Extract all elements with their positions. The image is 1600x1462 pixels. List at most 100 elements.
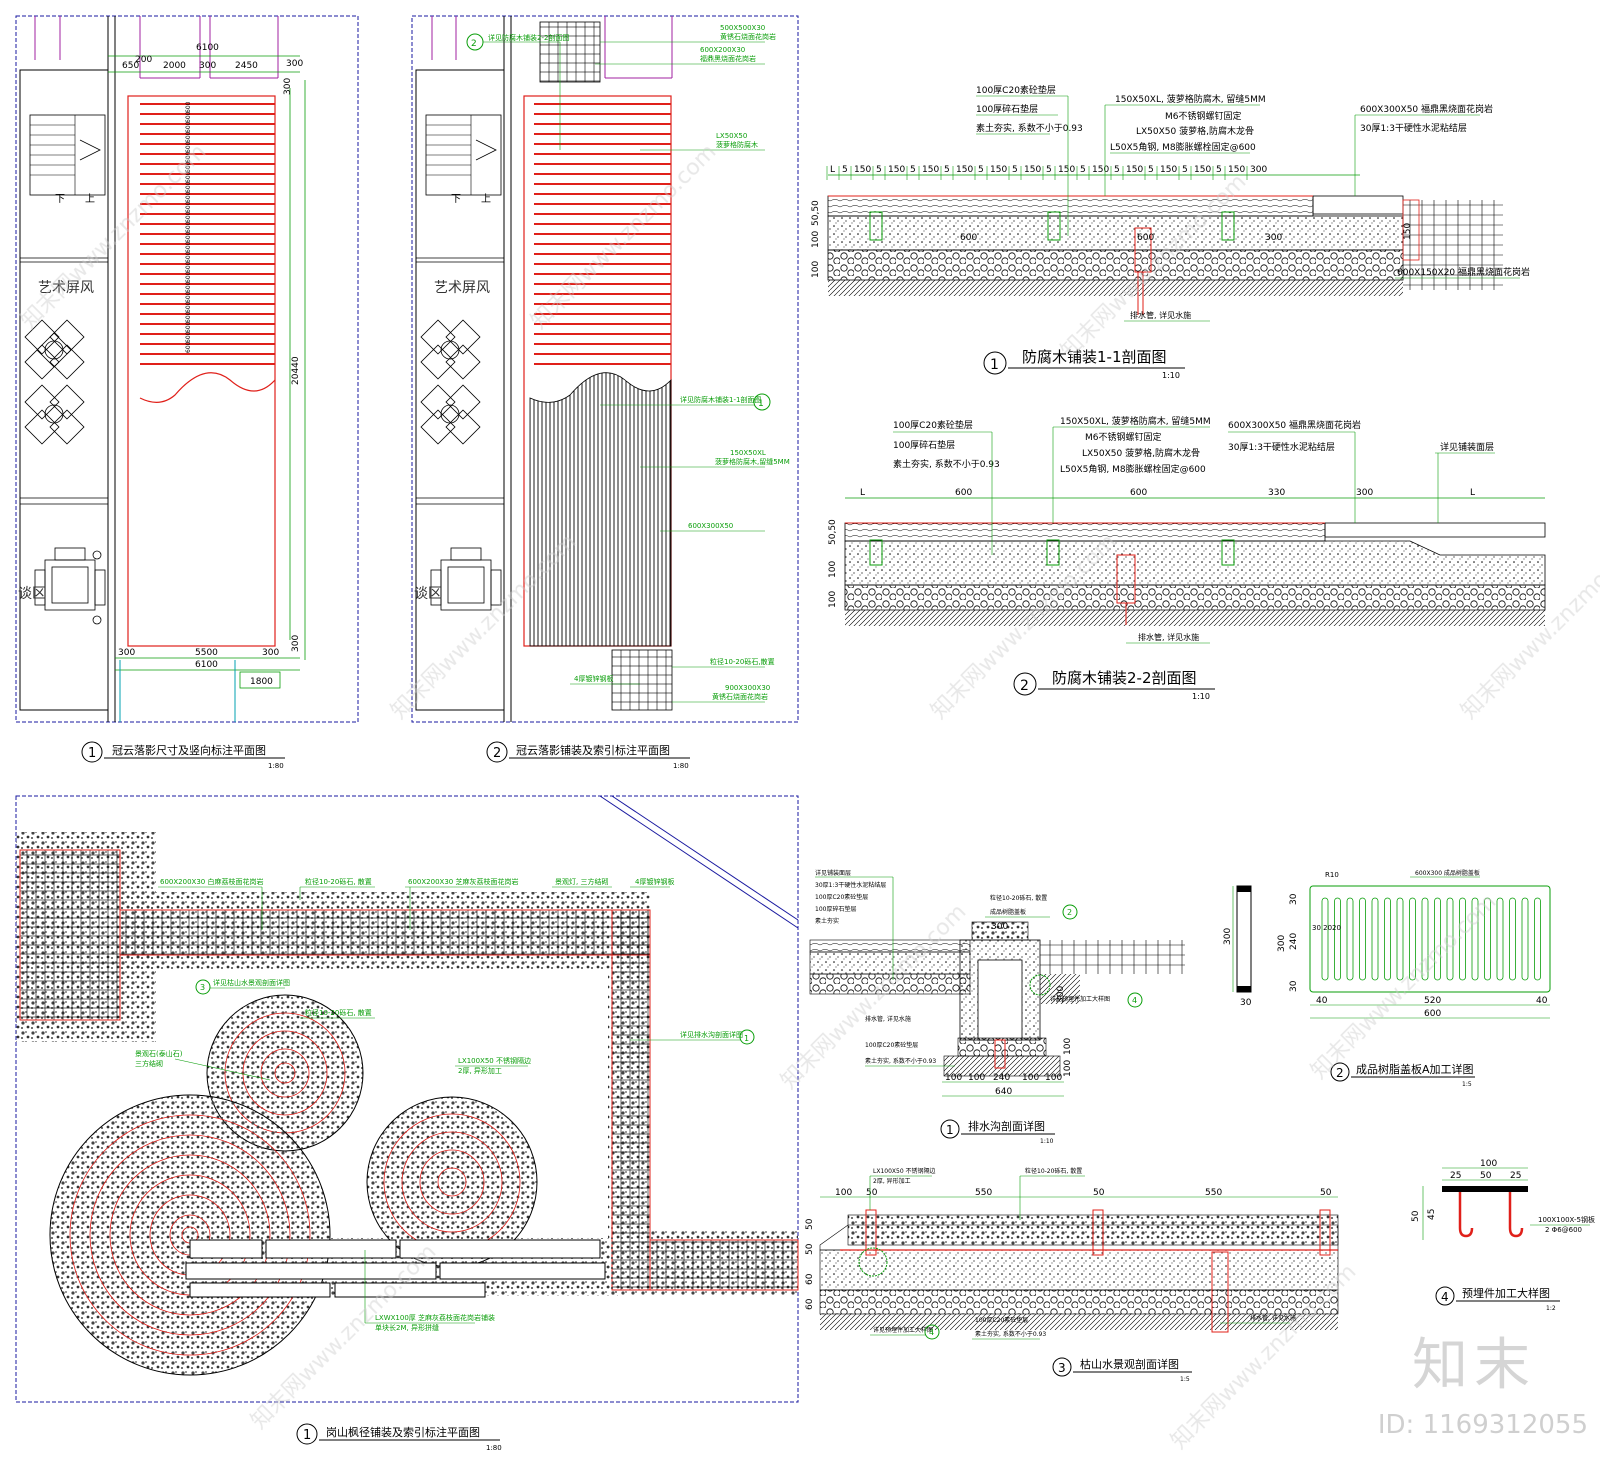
path-plan-frame (15, 795, 799, 1403)
cover-slot (1521, 897, 1529, 981)
plank-length-label: 600 (185, 321, 192, 333)
plan1-stairs-down: 下 (55, 194, 65, 205)
cover-slot (1421, 897, 1429, 981)
sec11-dim-label: 5 (1046, 165, 1052, 175)
cover-r: R10 (1325, 871, 1339, 879)
plan2-m2: 600X200X30 (700, 46, 745, 54)
path-plan-caption: 1 岗山枫径铺装及索引标注平面图 1:80 (296, 1423, 502, 1452)
watermark-site-1: 知末网www.znzmo.com (17, 139, 212, 334)
sec11-dim-label: 150 (990, 165, 1007, 175)
sec22-d2: 600 (1130, 488, 1147, 498)
plan1-dim-side-top: 300 (283, 78, 293, 95)
plan1-dim-bot2: 6100 (195, 660, 218, 670)
plank-length-label: 600 (185, 161, 192, 173)
sec11-scale: 1:10 (1162, 371, 1180, 380)
plan1-dim-top-5: 300 (286, 59, 303, 69)
ditch-c6-num: 2 (1067, 908, 1072, 917)
embed-num: 4 (1441, 1290, 1449, 1304)
ditch-section: 详见铺装面层 30厚1:3干硬性水泥粘结层 100厚C20素砼垫层 100厚碎石… (809, 869, 1185, 1145)
plan2-plank-lines (534, 103, 671, 365)
plan1-deck-outline (127, 95, 276, 647)
plan1-dim-total: 6100 (196, 43, 219, 53)
path-a7: 粒径10-20砾石, 散置 (305, 1008, 372, 1017)
path-a5: 4厚镀锌钢板 (635, 877, 674, 886)
sec22-caption: 2 防腐木铺装2-2剖面图 1:10 (1013, 669, 1215, 701)
sec11-dim-label: 150 (922, 165, 939, 175)
sec11-c6: LX50X50 菠萝格,防腐木龙骨 (1136, 125, 1254, 137)
plan2-m6: 600X300X50 (688, 522, 733, 530)
plan2-title: 冠云落影铺装及索引标注平面图 (516, 743, 670, 757)
sec11-dim-label: 5 (944, 165, 950, 175)
ditch-caption: 1 排水沟剖面详图 1:10 (940, 1119, 1055, 1145)
sec11-dim-label: 5 (842, 165, 848, 175)
plan2-num: 2 (493, 746, 501, 761)
plan1-sofa (34, 547, 106, 625)
ditch-scale: 1:10 (1040, 1138, 1054, 1145)
ditch-c9: 排水管, 详见水施 (865, 1015, 911, 1023)
plan2-m9: 900X300X30 (725, 684, 770, 692)
sec11-c11: 排水管, 详见水施 (1130, 310, 1191, 320)
rock-dim-3: 550 (975, 1188, 992, 1198)
path-a9b: 2厚, 异形加工 (458, 1066, 502, 1075)
path-plan-scale: 1:80 (486, 1444, 502, 1452)
sec22-scale: 1:10 (1192, 692, 1210, 701)
ditch-c3: 100厚C20素砼垫层 (815, 893, 868, 901)
sec22-num: 2 (1020, 678, 1029, 694)
sec11-dim-label: 5 (1012, 165, 1018, 175)
embed-scale: 1:2 (1546, 1305, 1556, 1312)
plan2-callouts: 2 详见防腐木铺装2-2剖面图 500X500X30 黄锈石烧面花岗岩 600X… (466, 24, 790, 703)
path-a6: 详见枯山水景观剖面详图 (213, 978, 290, 987)
rock-v3: 60 (805, 1273, 815, 1285)
sec22-c1: 100厚C20素砼垫层 (893, 419, 973, 431)
sec22-c3: 素土夯实, 系数不小于0.93 (893, 458, 1000, 470)
ditch-callouts: 详见铺装面层 30厚1:3干硬性水泥粘结层 100厚C20素砼垫层 100厚碎石… (815, 869, 1143, 1067)
rock-c1: LX100X50 不锈钢隔边 (873, 1167, 936, 1175)
ditch-dim-3: 240 (993, 1073, 1010, 1083)
sec11-dim-label: 150 (888, 165, 905, 175)
sec22-layers (844, 522, 1546, 626)
plank-length-label: 600 (185, 121, 192, 133)
cover-slot (1484, 897, 1491, 981)
watermark-id: ID: 1169312055 (1377, 1410, 1588, 1440)
cover-w3: 40 (1536, 996, 1548, 1006)
plan1-dim-side-bot: 300 (291, 635, 301, 652)
cover-mid: 30 2020 (1312, 924, 1341, 932)
plank-length-label: 600 (185, 111, 192, 123)
ditch-c4: 100厚碎石垫层 (815, 905, 856, 913)
plank-length-label: 600 (185, 231, 192, 243)
path-a2: 粒径10-20砾石, 散置 (305, 877, 372, 886)
sec22-dL: L (860, 488, 865, 498)
plan1-dim-side: 20440 (291, 356, 301, 385)
embed-h2: 45 (1427, 1209, 1437, 1220)
plan1-dim-bot1: 5500 (195, 648, 218, 658)
plan2-m5: 150X50XL (730, 449, 766, 457)
cover-h3: 30 (1289, 893, 1299, 905)
cover-wt: 600 (1424, 1009, 1441, 1019)
sec11-dim-label: 300 (1250, 165, 1267, 175)
rock-dim-1: 100 (835, 1188, 852, 1198)
ditch-c1: 详见铺装面层 (815, 869, 851, 877)
ditch-v1: 100 (1063, 1038, 1073, 1055)
sec11-dim-label: L (830, 165, 835, 175)
embed-c: 25 (1510, 1171, 1521, 1181)
sec11-c2: 100厚碎石垫层 (976, 103, 1038, 115)
sec11-dim-label: 150 (1160, 165, 1177, 175)
plan2-drawing: 下 上 艺术屏风 谈区 (411, 15, 799, 723)
sec11-v1: 50,50 (811, 200, 821, 226)
cover-h1: 300 (1223, 928, 1233, 945)
rock-num: 3 (1058, 1361, 1066, 1375)
plan1-frame (15, 15, 359, 723)
ditch-num: 1 (946, 1123, 954, 1137)
embed-w: 100 (1480, 1159, 1497, 1169)
rock-dim-6: 50 (1320, 1188, 1332, 1198)
plank-length-label: 600 (185, 271, 192, 283)
rock-v1: 50 (805, 1218, 815, 1230)
sec11-callouts: 100厚C20素砼垫层 100厚碎石垫层 素土夯实, 系数不小于0.93 150… (976, 84, 1530, 322)
plank-length-label: 600 (185, 191, 192, 203)
plank-length-label: 600 (185, 241, 192, 253)
cover-w1: 40 (1316, 996, 1328, 1006)
cover-slot (1446, 897, 1454, 981)
cover-slot (1346, 897, 1354, 981)
